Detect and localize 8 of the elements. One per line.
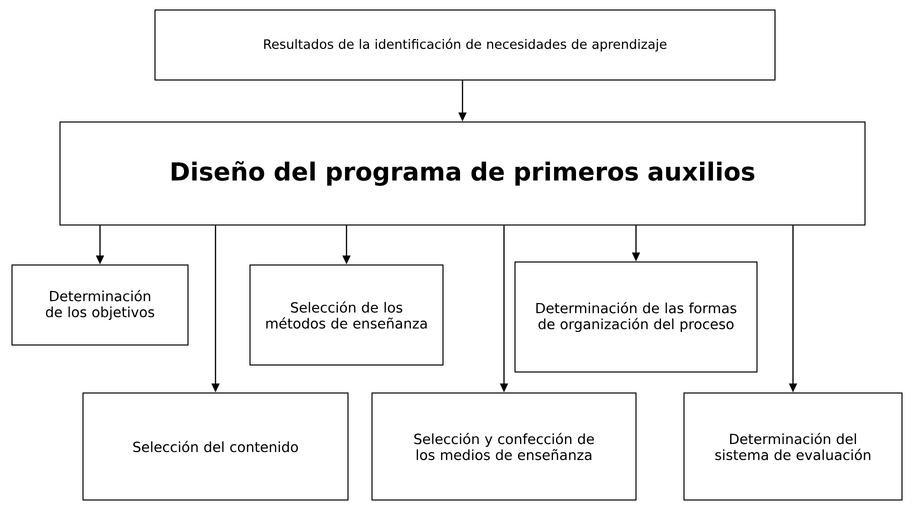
source-box: Resultados de la identificación de necesidades de aprendizaje	[154, 10, 776, 80]
process-box: Determinación de las formas de organización del proceso	[514, 262, 758, 372]
process-box: Determinación de los objetivos	[12, 264, 188, 346]
process-box: Determinación del sistema de evaluación	[684, 392, 902, 500]
process-box: Selección y confección de los medios de enseñanza	[372, 392, 636, 500]
process-box: Selección del contenido	[82, 392, 348, 500]
process-box: Selección de los métodos de enseñanza	[250, 264, 444, 366]
main-box: Diseño del programa de primeros auxilios	[60, 122, 866, 226]
